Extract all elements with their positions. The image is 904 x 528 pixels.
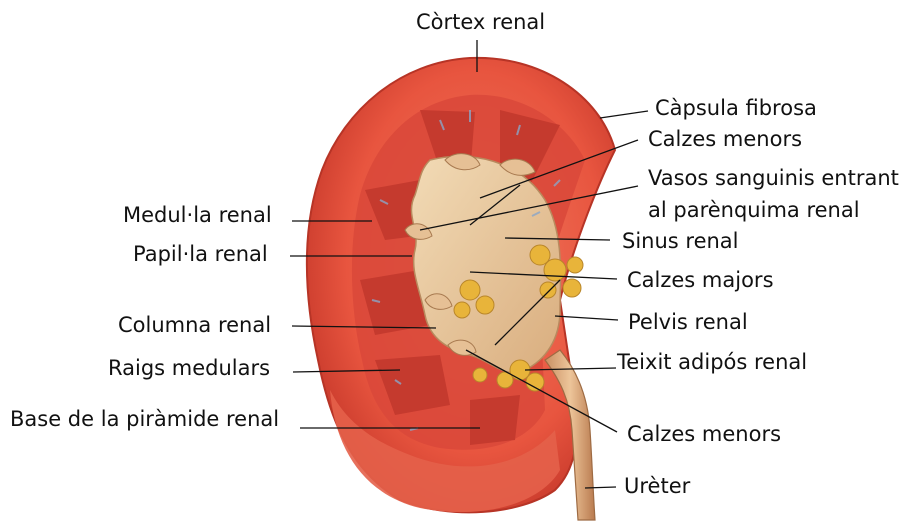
- label-vasos-line2: al parènquima renal: [648, 198, 860, 222]
- label-cortex-renal: Còrtex renal: [416, 10, 545, 34]
- label-calzes-majors: Calzes majors: [627, 268, 774, 292]
- label-columna-renal: Columna renal: [118, 313, 271, 337]
- label-sinus-renal: Sinus renal: [622, 229, 739, 253]
- label-medulla-renal: Medul·la renal: [123, 203, 272, 227]
- kidney-illustration: [307, 58, 615, 520]
- label-raigs-medulars: Raigs medulars: [108, 356, 270, 380]
- label-vasos-line1: Vasos sanguinis entrant: [648, 166, 899, 190]
- label-pelvis-renal: Pelvis renal: [628, 310, 748, 334]
- label-ureter: Urèter: [624, 474, 691, 498]
- label-calzes-menors-bottom: Calzes menors: [627, 422, 781, 446]
- label-calzes-menors-top: Calzes menors: [648, 127, 802, 151]
- leader-pelvis: [555, 316, 618, 320]
- label-base-piramide: Base de la piràmide renal: [10, 407, 279, 431]
- leader-capsule: [600, 111, 648, 118]
- label-capsula-fibrosa: Càpsula fibrosa: [655, 96, 817, 120]
- label-teixit-adipos: Teixit adipós renal: [616, 350, 807, 374]
- label-papilla-renal: Papil·la renal: [133, 242, 268, 266]
